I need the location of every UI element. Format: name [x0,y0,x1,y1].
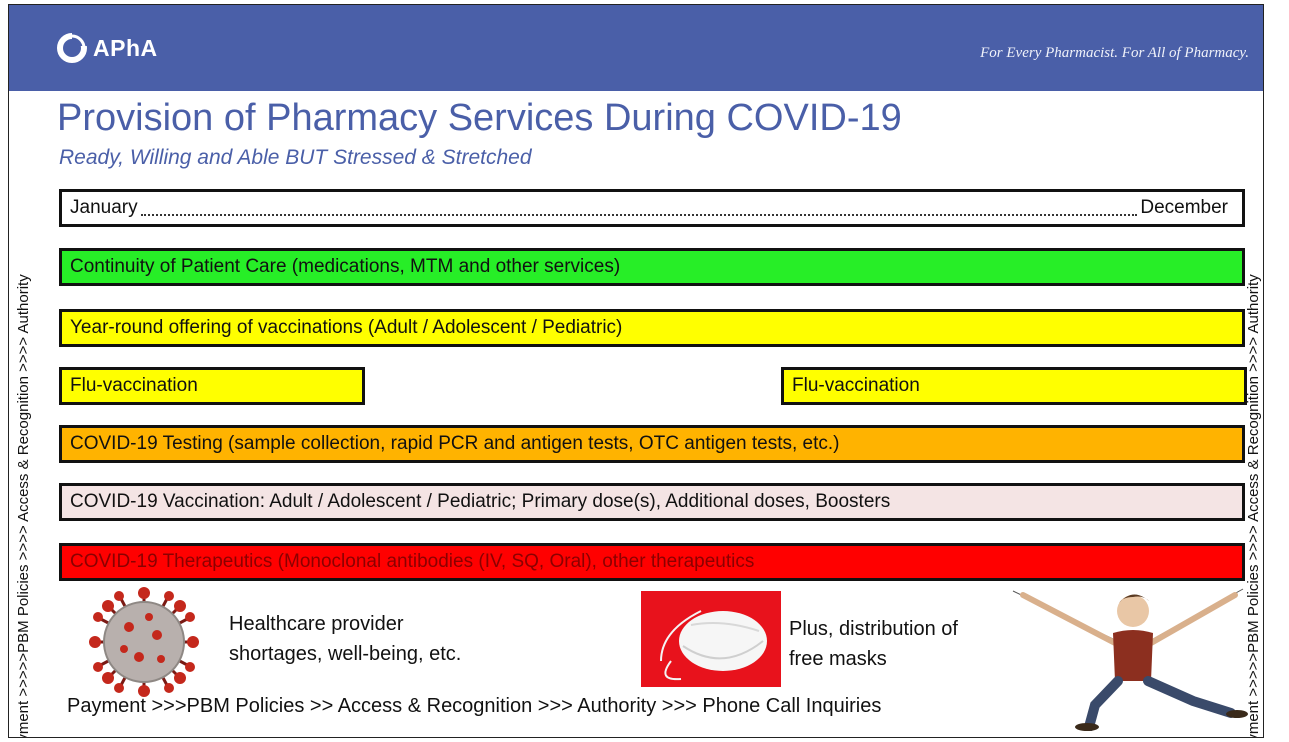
covid-vaccination-bar: COVID-19 Vaccination: Adult / Adolescent… [59,483,1245,521]
covid-testing-bar: COVID-19 Testing (sample collection, rap… [59,425,1245,463]
masks-note-line2: free masks [789,648,887,670]
provider-note-line2: shortages, well-being, etc. [229,643,462,665]
provider-note: Healthcare provider shortages, well-bein… [229,609,461,669]
flu-vaccination-bar-late: Flu-vaccination [781,367,1247,405]
vaccinations-bar: Year-round offering of vaccinations (Adu… [59,309,1245,347]
timeline-end: December [1140,197,1228,218]
timeline-dots [140,192,1138,216]
footer-text: Payment >>>PBM Policies >> Access & Reco… [67,695,882,717]
page-title: Provision of Pharmacy Services During CO… [57,97,902,139]
header-banner: APhA For Every Pharmacist. For All of Ph… [9,5,1263,91]
slide: APhA For Every Pharmacist. For All of Ph… [8,4,1264,738]
face-mask-image [641,591,781,687]
provider-note-line1: Healthcare provider [229,613,404,635]
coronavirus-icon [89,587,199,697]
apha-logo: APhA [55,31,158,65]
face-mask-icon [660,610,767,681]
tagline: For Every Pharmacist. For All of Pharmac… [980,45,1249,61]
covid-therapeutics-bar: COVID-19 Therapeutics (Monoclonal antibo… [59,543,1245,581]
timeline-start: January [70,197,138,218]
apha-logo-icon [57,33,87,63]
stretched-man-illustration [1012,588,1248,731]
flu-vaccination-bar-early: Flu-vaccination [59,367,365,405]
side-text-left: Payment >>>>>PBM Policies >>>> Access & … [15,274,32,738]
masks-note-line1: Plus, distribution of [789,618,958,640]
masks-note: Plus, distribution of free masks [789,614,958,674]
continuity-bar: Continuity of Patient Care (medications,… [59,248,1245,286]
timeline-bar: January December [59,189,1245,227]
logo-text: APhA [93,34,158,61]
page-subtitle: Ready, Willing and Able BUT Stressed & S… [59,146,532,169]
